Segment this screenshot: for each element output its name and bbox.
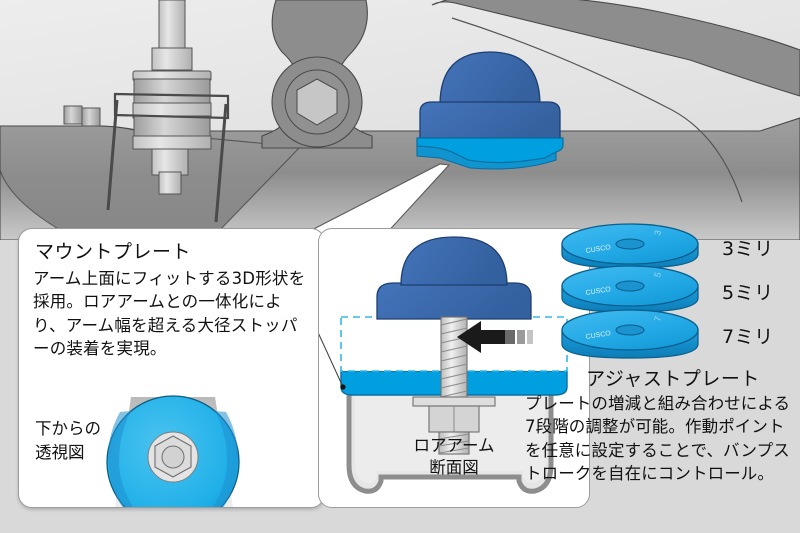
panel-body: アーム上面にフィットする3D形状を採用。ロアアームとの一体化により、アーム幅を超… bbox=[33, 269, 306, 359]
plate-stamp-0: 3 bbox=[652, 229, 663, 236]
bottom-view-caption: 下からの 透視図 bbox=[35, 417, 101, 465]
bump-stopper-dome bbox=[439, 51, 541, 106]
arrow-trail-3 bbox=[527, 330, 533, 344]
mount-plate-panel: マウントプレート アーム上面にフィットする3D形状を採用。ロアアームとの一体化に… bbox=[18, 228, 325, 508]
callout-wedge-icon bbox=[299, 163, 451, 237]
plate-label-5mm: 5ミリ bbox=[722, 282, 774, 304]
adjust-plate-item-1: CUSCO 5 bbox=[561, 265, 699, 313]
upper-bush bbox=[133, 78, 211, 108]
plate-stamp-1: 5 bbox=[652, 271, 663, 278]
arrow-trail-1 bbox=[505, 330, 515, 344]
bracket-block-b bbox=[81, 107, 101, 127]
mount-plate-edge bbox=[416, 145, 557, 170]
bump-stopper-dome-section bbox=[400, 236, 508, 286]
plate-bore-0 bbox=[615, 238, 645, 250]
adjust-plate-body: プレートの増減と組み合わせによる7段階の調整が可能。作動ポイントを任意に設定する… bbox=[525, 394, 791, 484]
adjust-plate-item-2: CUSCO 7 bbox=[561, 309, 699, 359]
chassis-edge-line bbox=[451, 17, 743, 203]
cross-section-caption-line1: ロアアーム bbox=[413, 436, 495, 455]
cross-section-caption: ロアアーム 断面図 bbox=[319, 435, 589, 480]
bump-stopper-base bbox=[419, 101, 561, 139]
clip-leg-right bbox=[214, 103, 228, 223]
suspension-photo-illustration bbox=[0, 0, 800, 240]
plate-bore-2 bbox=[615, 324, 645, 336]
plate-label-3mm: 3ミリ bbox=[722, 238, 774, 260]
plate-logo-0: CUSCO bbox=[585, 244, 612, 255]
disc-shade-right bbox=[212, 411, 238, 507]
mount-plate-panel-svg bbox=[106, 395, 240, 507]
bump-stopper-base-section bbox=[376, 282, 532, 320]
stroke-direction-arrow bbox=[457, 321, 533, 353]
mount-plate-pointer-line bbox=[319, 333, 344, 388]
adjust-plate-title: アジャストプレート bbox=[586, 368, 760, 390]
disc-shade-left bbox=[108, 411, 134, 507]
arrow-trail-2 bbox=[517, 330, 525, 344]
left-arrow-icon bbox=[457, 321, 505, 353]
cross-section-caption-line2: 断面図 bbox=[429, 458, 479, 478]
adjust-plate-stack: CUSCO 3 CUSCO 5 CUSCO 7 bbox=[561, 223, 699, 359]
rod-collar bbox=[151, 47, 193, 71]
plate-logo-1: CUSCO bbox=[585, 286, 612, 297]
plate-label-7mm: 7ミリ bbox=[722, 326, 774, 348]
panel-title: マウントプレート bbox=[35, 241, 192, 263]
cross-section-panel: ロアアーム 断面図 bbox=[318, 228, 590, 508]
bottom-view-caption-line2: 透視図 bbox=[35, 442, 85, 462]
adjust-plate-item-0: CUSCO 3 bbox=[561, 223, 699, 269]
stud-tail-hatch bbox=[438, 433, 470, 454]
plate-logo-2: CUSCO bbox=[585, 330, 612, 341]
bolt-tip bbox=[158, 171, 182, 195]
bottom-view-caption-line1: 下からの bbox=[35, 419, 101, 438]
flange-washer bbox=[412, 396, 496, 407]
mount-plate-pointer-dot bbox=[340, 384, 346, 390]
top-illustration-svg bbox=[0, 0, 800, 240]
shock-rod bbox=[158, 0, 186, 53]
plate-stamp-2: 7 bbox=[652, 315, 663, 322]
hex-bolt-head-icon bbox=[296, 78, 338, 126]
nut-bore bbox=[161, 445, 185, 469]
chassis-rail bbox=[431, 0, 800, 97]
plate-bore-1 bbox=[615, 280, 645, 292]
clip-leg-left bbox=[106, 99, 119, 211]
